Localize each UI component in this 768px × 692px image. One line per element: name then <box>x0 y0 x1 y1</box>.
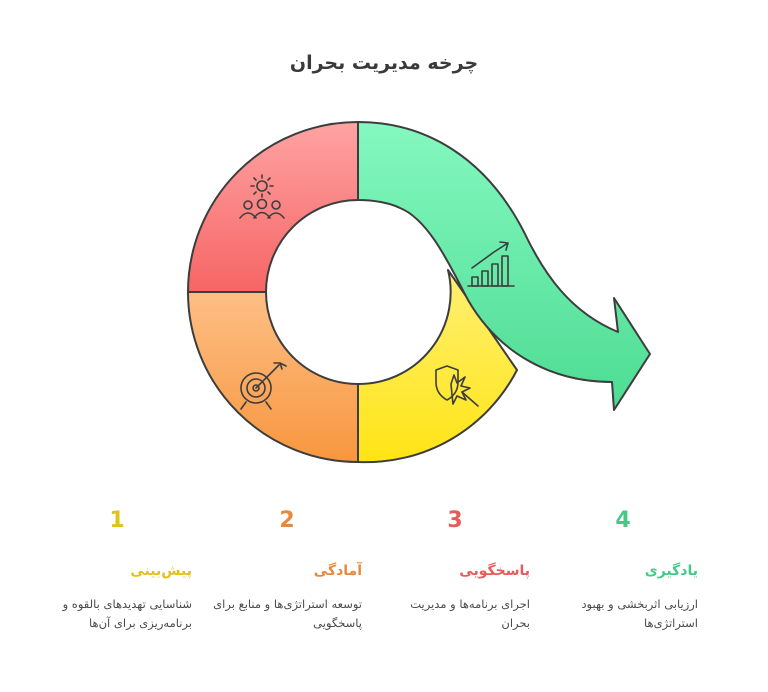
stage-heading: پیش‌بینی <box>130 563 192 579</box>
team-gear-icon <box>239 174 285 219</box>
target-icon <box>240 362 287 410</box>
shield-burst-icon <box>435 365 479 407</box>
stage-number: 4 <box>615 508 631 533</box>
stage-description: اجرای برنامه‌ها و مدیریت بحران <box>410 597 530 630</box>
stage-number: 1 <box>109 508 125 533</box>
stage-description: توسعه استراتژی‌ها و منابع برای پاسخگویی <box>213 597 362 630</box>
stage-heading: یادگیری <box>644 563 698 579</box>
stage-column-3: 3 پاسخگویی اجرای برنامه‌ها و مدیریت بحرا… <box>380 508 530 633</box>
segment-learning-arrow <box>357 121 651 411</box>
stage-description: ارزیابی اثربخشی و بهبود استراتژی‌ها <box>581 597 698 630</box>
segment-preparedness <box>187 291 359 463</box>
stage-column-2: 2 آمادگی توسعه استراتژی‌ها و منابع برای … <box>212 508 362 633</box>
stage-heading: آمادگی <box>313 563 362 579</box>
segment-response <box>357 269 518 464</box>
stage-column-1: 1 پیش‌بینی شناسایی تهدیدهای بالقوه و برن… <box>42 508 192 633</box>
stage-description: شناسایی تهدیدهای بالقوه و برنامه‌ریزی بر… <box>62 597 192 630</box>
stage-column-4: 4 یادگیری ارزیابی اثربخشی و بهبود استرات… <box>548 508 698 633</box>
growth-chart-icon <box>467 241 515 287</box>
diagram-title: چرخه مدیریت بحران <box>289 52 479 74</box>
stage-number: 2 <box>279 508 295 533</box>
stage-number: 3 <box>447 508 463 533</box>
stage-heading: پاسخگویی <box>459 563 530 579</box>
